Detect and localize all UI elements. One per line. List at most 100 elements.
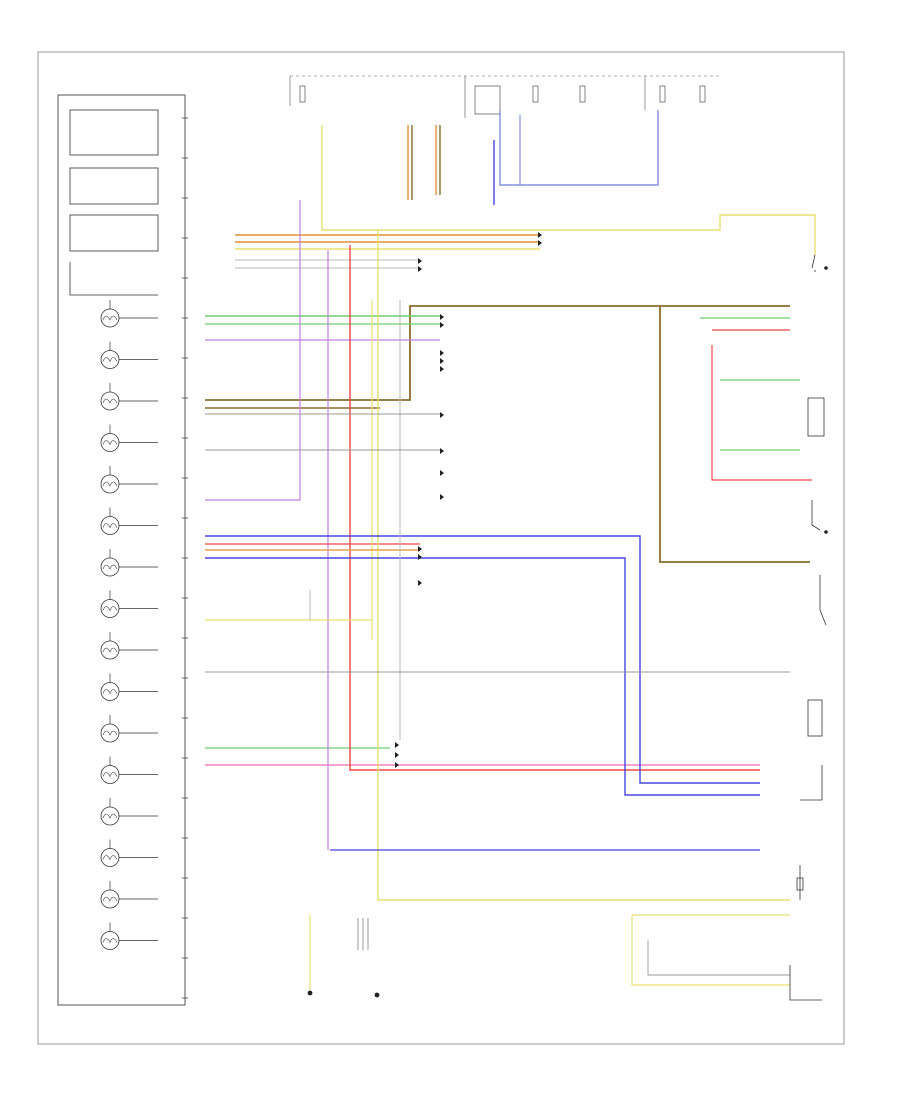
bulb-lead (109, 922, 158, 941)
bulb-filament (102, 440, 118, 446)
indicator-bulb (100, 798, 158, 826)
arrow-icon (440, 314, 444, 320)
arrow-icon (418, 580, 422, 586)
ground-dot (824, 266, 828, 270)
arrow-icon (440, 412, 444, 418)
fuel-sender-bracket (789, 965, 822, 1001)
indicator-bulb (100, 715, 158, 743)
arrow-icon (440, 494, 444, 500)
arrow-icon (538, 240, 542, 246)
arrow-icon (440, 322, 444, 328)
bulb-filament (102, 772, 118, 778)
connector-bracket (800, 765, 823, 801)
instrument-cluster (57, 94, 186, 1006)
bulb-filament (102, 357, 118, 363)
indicator-bulb (100, 383, 158, 411)
bulb-filament (102, 896, 118, 902)
indicator-bulb (100, 466, 158, 494)
indicator-bulb (100, 341, 158, 369)
arrow-icon (395, 762, 399, 768)
wire-brown (659, 306, 810, 563)
arrow-icon (440, 448, 444, 454)
resistor-icon (796, 865, 804, 900)
bulb-filament (102, 647, 118, 653)
indicator-bulb (100, 839, 158, 867)
bulb-filament (102, 730, 118, 736)
grounds (307, 918, 380, 998)
indicator-bulb (100, 756, 158, 784)
indicator-bulb (100, 673, 158, 701)
wire-yellow (631, 915, 790, 986)
arrow-icon (440, 350, 444, 356)
wire-yellow (321, 125, 816, 255)
arrow-icon (395, 752, 399, 758)
sensor-box (807, 699, 823, 737)
wire-red (711, 345, 812, 481)
fuse-icon (532, 85, 539, 103)
bulb-filament (102, 523, 118, 529)
bulb-lead (109, 632, 158, 651)
bulb-filament (102, 813, 118, 819)
wire-violet (205, 200, 301, 501)
fuse-icon (659, 85, 666, 103)
connector-pins (182, 117, 188, 999)
arrow-icon (395, 742, 399, 748)
bulb-lead (109, 424, 158, 443)
wire-blue (205, 535, 760, 784)
indicator-bulb (100, 549, 158, 577)
switch-icon (811, 500, 821, 531)
power-supply (289, 75, 720, 118)
wire-blue (205, 557, 760, 796)
diagram-frame (37, 51, 845, 1045)
wire-brown (205, 305, 790, 401)
wires (205, 110, 816, 990)
bulb-lead (109, 507, 158, 526)
right-components (789, 254, 828, 1001)
cluster-indicator-bulbs (100, 300, 158, 950)
arrow-icons (395, 232, 542, 768)
indicator-bulb (100, 881, 158, 909)
cluster-meters (69, 109, 159, 296)
arrow-icon (418, 258, 422, 264)
switch-icon (811, 254, 816, 272)
instrument-cluster-box (57, 94, 186, 1006)
bulb-filament (102, 564, 118, 570)
meter-box (69, 214, 159, 252)
fuse-block (474, 85, 501, 115)
bulb-lead (109, 549, 158, 568)
fuse-icon (579, 85, 586, 103)
bulb-lead (109, 756, 158, 775)
indicator-bulb (100, 300, 158, 328)
bulb-lead (109, 798, 158, 817)
indicator-bulb (100, 424, 158, 452)
fuse-icon (299, 85, 306, 103)
sensor-box (807, 397, 825, 437)
arrow-icon (440, 366, 444, 372)
bulb-lead (109, 673, 158, 692)
bulb-filament (102, 938, 118, 944)
bulb-lead (109, 715, 158, 734)
bulb-lead (109, 590, 158, 609)
meter-box (69, 167, 159, 205)
indicator-bulb (100, 632, 158, 660)
ground-dot (824, 530, 828, 534)
bulb-lead (109, 341, 158, 360)
destination-labels (395, 232, 542, 768)
wire-light-blue (499, 110, 659, 186)
bulb-lead (109, 839, 158, 858)
bulb-filament (102, 315, 118, 321)
ground-icon (374, 992, 380, 998)
wire-red (349, 245, 760, 771)
arrow-icon (418, 266, 422, 272)
fuse-icon (699, 85, 706, 103)
arrow-icon (538, 232, 542, 238)
meter-box (69, 262, 158, 296)
meter-box (69, 109, 159, 156)
connector-icon (357, 918, 369, 950)
bulb-filament (102, 855, 118, 861)
wire-yellow (377, 230, 790, 901)
arrow-icon (440, 470, 444, 476)
bulb-lead (109, 466, 158, 485)
arrow-icon (418, 554, 422, 560)
